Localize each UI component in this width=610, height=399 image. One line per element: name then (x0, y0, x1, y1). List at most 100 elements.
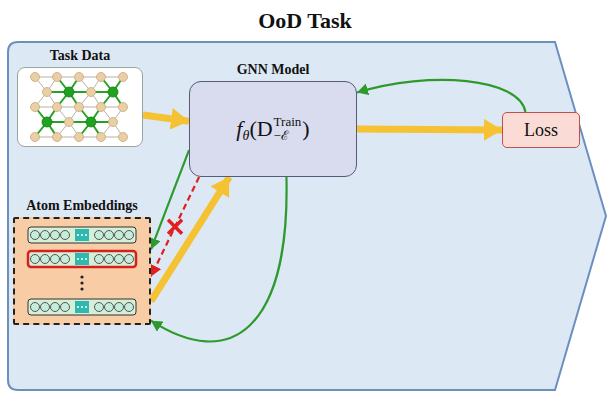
embedding-cell (61, 303, 70, 312)
connector-line (151, 150, 189, 249)
cross-mark (168, 220, 182, 234)
connector-line (357, 80, 525, 112)
embedding-gap (75, 253, 89, 265)
node-text: Loss (524, 120, 558, 141)
formula: fθ(DTrain−ℰ) (236, 115, 309, 142)
diagram-title: OoD Task (0, 8, 610, 34)
vertical-dots (80, 287, 83, 290)
embedding-cell (105, 231, 114, 240)
atom-dot (109, 118, 118, 127)
formula-part: f (236, 116, 242, 142)
crystal-illustration (27, 69, 133, 145)
embedding-gap (75, 301, 89, 313)
embedding-cell (95, 303, 104, 312)
node-shape: Loss (502, 112, 580, 148)
connector (151, 150, 189, 249)
atom-dot (75, 133, 84, 142)
embedding-cell (41, 231, 50, 240)
formula-part: −ℰ (274, 129, 302, 143)
node-heading: GNN Model (237, 62, 310, 78)
embedding-cell (125, 255, 134, 264)
formula-part: Train (274, 115, 302, 129)
atom-dot (119, 133, 128, 142)
embedding-row (28, 251, 136, 267)
embedding-cell (31, 303, 40, 312)
connector (143, 115, 189, 121)
embedding-rows (23, 219, 141, 323)
connector (151, 177, 287, 341)
atom-dot (64, 87, 74, 97)
atom-embeddings-box: Atom Embeddings (13, 198, 151, 325)
vertical-dots (80, 275, 83, 278)
ellipsis-dot (85, 306, 87, 308)
embedding-cell (51, 255, 60, 264)
formula-part: θ (242, 128, 249, 144)
embedding-cell (125, 303, 134, 312)
ellipsis-dot (77, 258, 79, 260)
atom-dot (119, 73, 128, 82)
embedding-cell (115, 255, 124, 264)
ellipsis-dot (85, 234, 87, 236)
atom-dot (97, 73, 106, 82)
connector (151, 177, 199, 276)
atom-dot (43, 88, 52, 97)
node-shape (17, 67, 143, 147)
embedding-cell (115, 231, 124, 240)
connector-line (357, 129, 502, 130)
ellipsis-dot (81, 306, 83, 308)
embedding-cell (41, 255, 50, 264)
node-heading: Task Data (50, 48, 111, 64)
embedding-cell (115, 303, 124, 312)
ellipsis-dot (77, 234, 79, 236)
formula-part: ) (302, 116, 309, 142)
embedding-cell (61, 255, 70, 264)
embedding-row (28, 227, 136, 243)
atom-dot (75, 73, 84, 82)
node-heading: Atom Embeddings (26, 198, 138, 214)
embedding-cell (95, 255, 104, 264)
vertical-dots (80, 281, 83, 284)
node-shape (13, 217, 151, 325)
atom-dot (97, 133, 106, 142)
connector-line (151, 177, 229, 301)
connector-line (143, 115, 189, 121)
panel-outline (8, 42, 606, 390)
ellipsis-dot (81, 258, 83, 260)
task-data-box: Task Data (17, 48, 143, 147)
embedding-gap (75, 229, 89, 241)
connector-line (151, 177, 199, 276)
formula-part: (D (249, 116, 272, 142)
ellipsis-dot (81, 234, 83, 236)
connector (151, 177, 229, 301)
atom-dot (53, 73, 62, 82)
ellipsis-dot (85, 258, 87, 260)
atom-dot (53, 133, 62, 142)
script-stack: Train−ℰ (274, 115, 302, 142)
embedding-cell (105, 303, 114, 312)
embedding-cell (105, 255, 114, 264)
atom-dot (86, 117, 96, 127)
atom-dot (31, 103, 40, 112)
loss-box: Loss (502, 112, 580, 148)
embedding-cell (31, 231, 40, 240)
embedding-cell (61, 231, 70, 240)
atom-dot (119, 103, 128, 112)
connector-line (151, 177, 287, 341)
atom-dot (108, 87, 118, 97)
connector (357, 80, 525, 112)
atom-dot (97, 103, 106, 112)
node-shape: fθ(DTrain−ℰ) (189, 81, 357, 177)
embedding-cell (95, 231, 104, 240)
gnn-model-box: GNN Model fθ(DTrain−ℰ) (189, 62, 357, 177)
atom-dot (42, 117, 52, 127)
embedding-cell (51, 303, 60, 312)
embedding-row (28, 299, 136, 315)
atom-dot (31, 133, 40, 142)
atom-dot (75, 103, 84, 112)
embedding-cell (125, 231, 134, 240)
embedding-cell (51, 231, 60, 240)
embedding-cell (31, 255, 40, 264)
atom-dot (87, 88, 96, 97)
connector (357, 129, 502, 130)
embedding-cell (41, 303, 50, 312)
